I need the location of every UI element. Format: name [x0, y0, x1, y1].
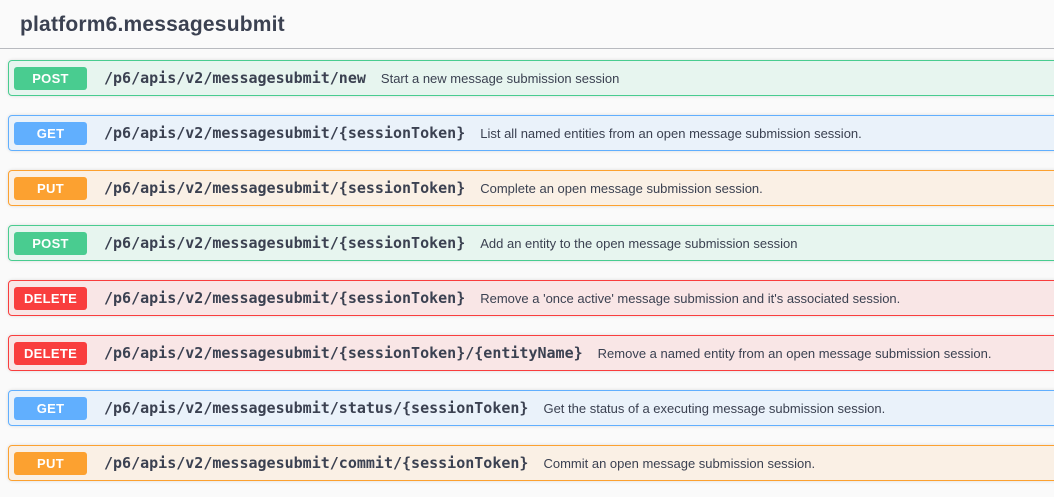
endpoint-description: Commit an open message submission sessio…: [543, 455, 816, 471]
endpoint-description: List all named entities from an open mes…: [480, 125, 862, 141]
method-badge: DELETE: [14, 286, 87, 310]
endpoint-row-put-commit[interactable]: PUT /p6/apis/v2/messagesubmit/commit/{se…: [8, 445, 1054, 481]
endpoint-description: Remove a 'once active' message submissio…: [480, 290, 901, 306]
endpoint-path: /p6/apis/v2/messagesubmit/new: [104, 69, 366, 87]
endpoint-path: /p6/apis/v2/messagesubmit/{sessionToken}: [104, 234, 466, 252]
method-badge: DELETE: [14, 341, 87, 365]
endpoint-path: /p6/apis/v2/messagesubmit/commit/{sessio…: [104, 454, 529, 472]
method-badge: POST: [14, 231, 87, 255]
endpoint-row-get-status[interactable]: GET /p6/apis/v2/messagesubmit/status/{se…: [8, 390, 1054, 426]
endpoint-path: /p6/apis/v2/messagesubmit/{sessionToken}: [104, 124, 466, 142]
endpoint-path: /p6/apis/v2/messagesubmit/{sessionToken}…: [104, 344, 583, 362]
api-tag-header: platform6.messagesubmit: [0, 0, 1054, 49]
endpoint-description: Remove a named entity from an open messa…: [597, 345, 992, 361]
api-tag-title[interactable]: platform6.messagesubmit: [20, 13, 285, 36]
method-badge: GET: [14, 396, 87, 420]
endpoint-row-delete-entity[interactable]: DELETE /p6/apis/v2/messagesubmit/{sessio…: [8, 335, 1054, 371]
endpoint-row-get-session[interactable]: GET /p6/apis/v2/messagesubmit/{sessionTo…: [8, 115, 1054, 151]
endpoint-description: Start a new message submission session: [380, 70, 620, 86]
method-badge: GET: [14, 121, 87, 145]
endpoint-row-post-session[interactable]: POST /p6/apis/v2/messagesubmit/{sessionT…: [8, 225, 1054, 261]
endpoint-description: Add an entity to the open message submis…: [480, 235, 798, 251]
endpoint-path: /p6/apis/v2/messagesubmit/{sessionToken}: [104, 289, 466, 307]
method-badge: PUT: [14, 451, 87, 475]
endpoint-description: Get the status of a executing message su…: [543, 400, 886, 416]
endpoint-list: POST /p6/apis/v2/messagesubmit/new Start…: [0, 49, 1054, 481]
endpoint-row-post-new[interactable]: POST /p6/apis/v2/messagesubmit/new Start…: [8, 60, 1054, 96]
endpoint-path: /p6/apis/v2/messagesubmit/{sessionToken}: [104, 179, 466, 197]
endpoint-row-delete-session[interactable]: DELETE /p6/apis/v2/messagesubmit/{sessio…: [8, 280, 1054, 316]
method-badge: POST: [14, 66, 87, 90]
method-badge: PUT: [14, 176, 87, 200]
endpoint-description: Complete an open message submission sess…: [480, 180, 763, 196]
endpoint-row-put-session[interactable]: PUT /p6/apis/v2/messagesubmit/{sessionTo…: [8, 170, 1054, 206]
endpoint-path: /p6/apis/v2/messagesubmit/status/{sessio…: [104, 399, 529, 417]
